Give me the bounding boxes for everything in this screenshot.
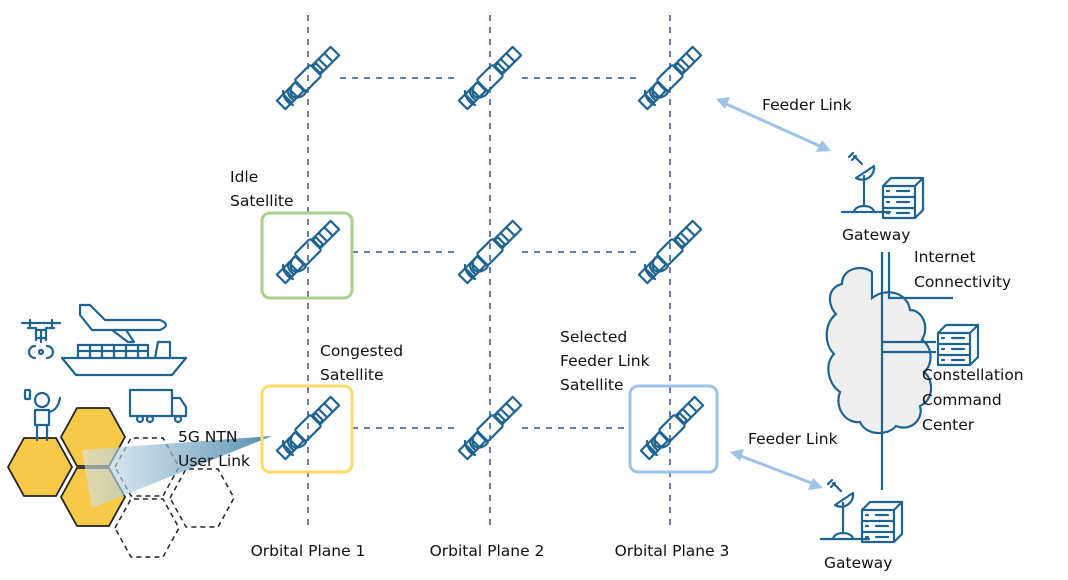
network-lines bbox=[880, 252, 953, 490]
server-icon bbox=[860, 500, 904, 544]
satellite-icon bbox=[636, 218, 704, 286]
feeder-link-label-bottom: Feeder Link bbox=[748, 430, 838, 448]
drone-icon bbox=[20, 318, 62, 360]
orbital-plane-lines bbox=[307, 15, 671, 530]
satellites bbox=[274, 44, 706, 462]
orbital-plane-3-label: Orbital Plane 3 bbox=[615, 542, 730, 560]
ship-icon bbox=[60, 340, 188, 377]
selected-satellite-box bbox=[628, 384, 719, 474]
server-icon bbox=[936, 323, 980, 367]
airplane-icon bbox=[78, 303, 168, 344]
person-icon bbox=[23, 388, 62, 442]
satellite-icon bbox=[274, 218, 342, 286]
feeder-link-label-top: Feeder Link bbox=[762, 96, 852, 114]
cloud-icon bbox=[825, 266, 933, 435]
feeder-link-arrows bbox=[716, 97, 831, 490]
satellite-icon bbox=[638, 394, 706, 462]
user-link-beam bbox=[82, 436, 272, 508]
orbital-plane-1-label: Orbital Plane 1 bbox=[251, 542, 366, 560]
server-icon bbox=[881, 176, 925, 220]
gateway-label-bottom: Gateway bbox=[824, 554, 892, 572]
gateway-label-top: Gateway bbox=[842, 226, 910, 244]
idle-satellite-box bbox=[260, 211, 354, 300]
congested-satellite-box bbox=[260, 384, 354, 474]
orbital-plane-2-label: Orbital Plane 2 bbox=[430, 542, 545, 560]
truck-icon bbox=[128, 388, 188, 424]
satellite-icon bbox=[456, 218, 524, 286]
